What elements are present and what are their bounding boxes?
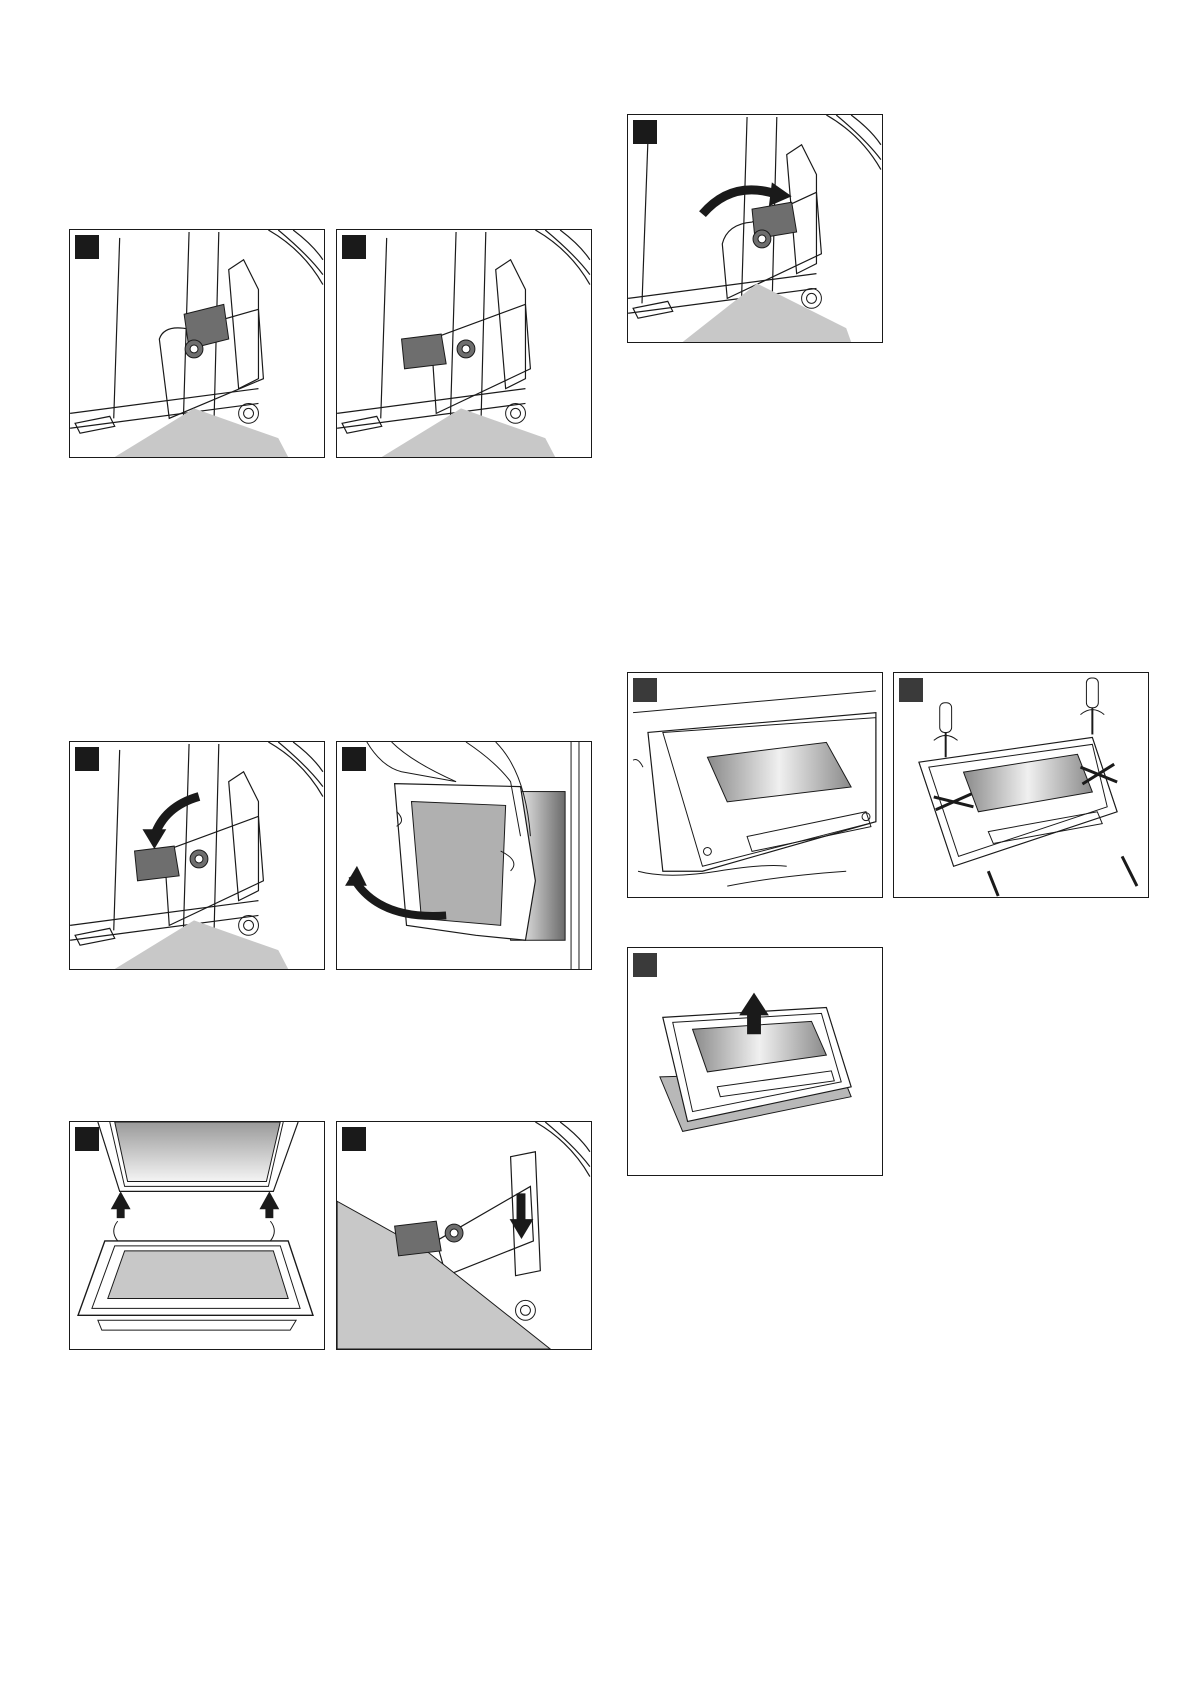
door-lift-out-illustration [337, 742, 591, 969]
door-inner-glass-illustration [628, 673, 882, 897]
figure-hinge-lock [336, 1121, 592, 1350]
door-screwdriver-illustration [894, 673, 1148, 897]
glass-lift-up-illustration [628, 948, 882, 1175]
figure-hinge-lever-flip-down [69, 741, 325, 970]
figure-hinge-lever-down [336, 229, 592, 458]
figure-door-screws [893, 672, 1149, 898]
hinge-lever-rotate-up-illustration [628, 115, 882, 342]
hinge-lever-push-down-illustration [337, 1122, 591, 1349]
door-rehang-illustration [70, 1122, 324, 1349]
figure-door-rehang [69, 1121, 325, 1350]
figure-door-lift-glass [627, 947, 883, 1176]
hinge-lever-closed-illustration [337, 230, 591, 457]
hinge-lever-open-illustration [70, 230, 324, 457]
hinge-lever-rotate-down-illustration [70, 742, 324, 969]
figure-hinge-lever-flip-up [627, 114, 883, 343]
figure-door-glass-panel [627, 672, 883, 898]
figure-door-removal [336, 741, 592, 970]
figure-hinge-lever-up [69, 229, 325, 458]
